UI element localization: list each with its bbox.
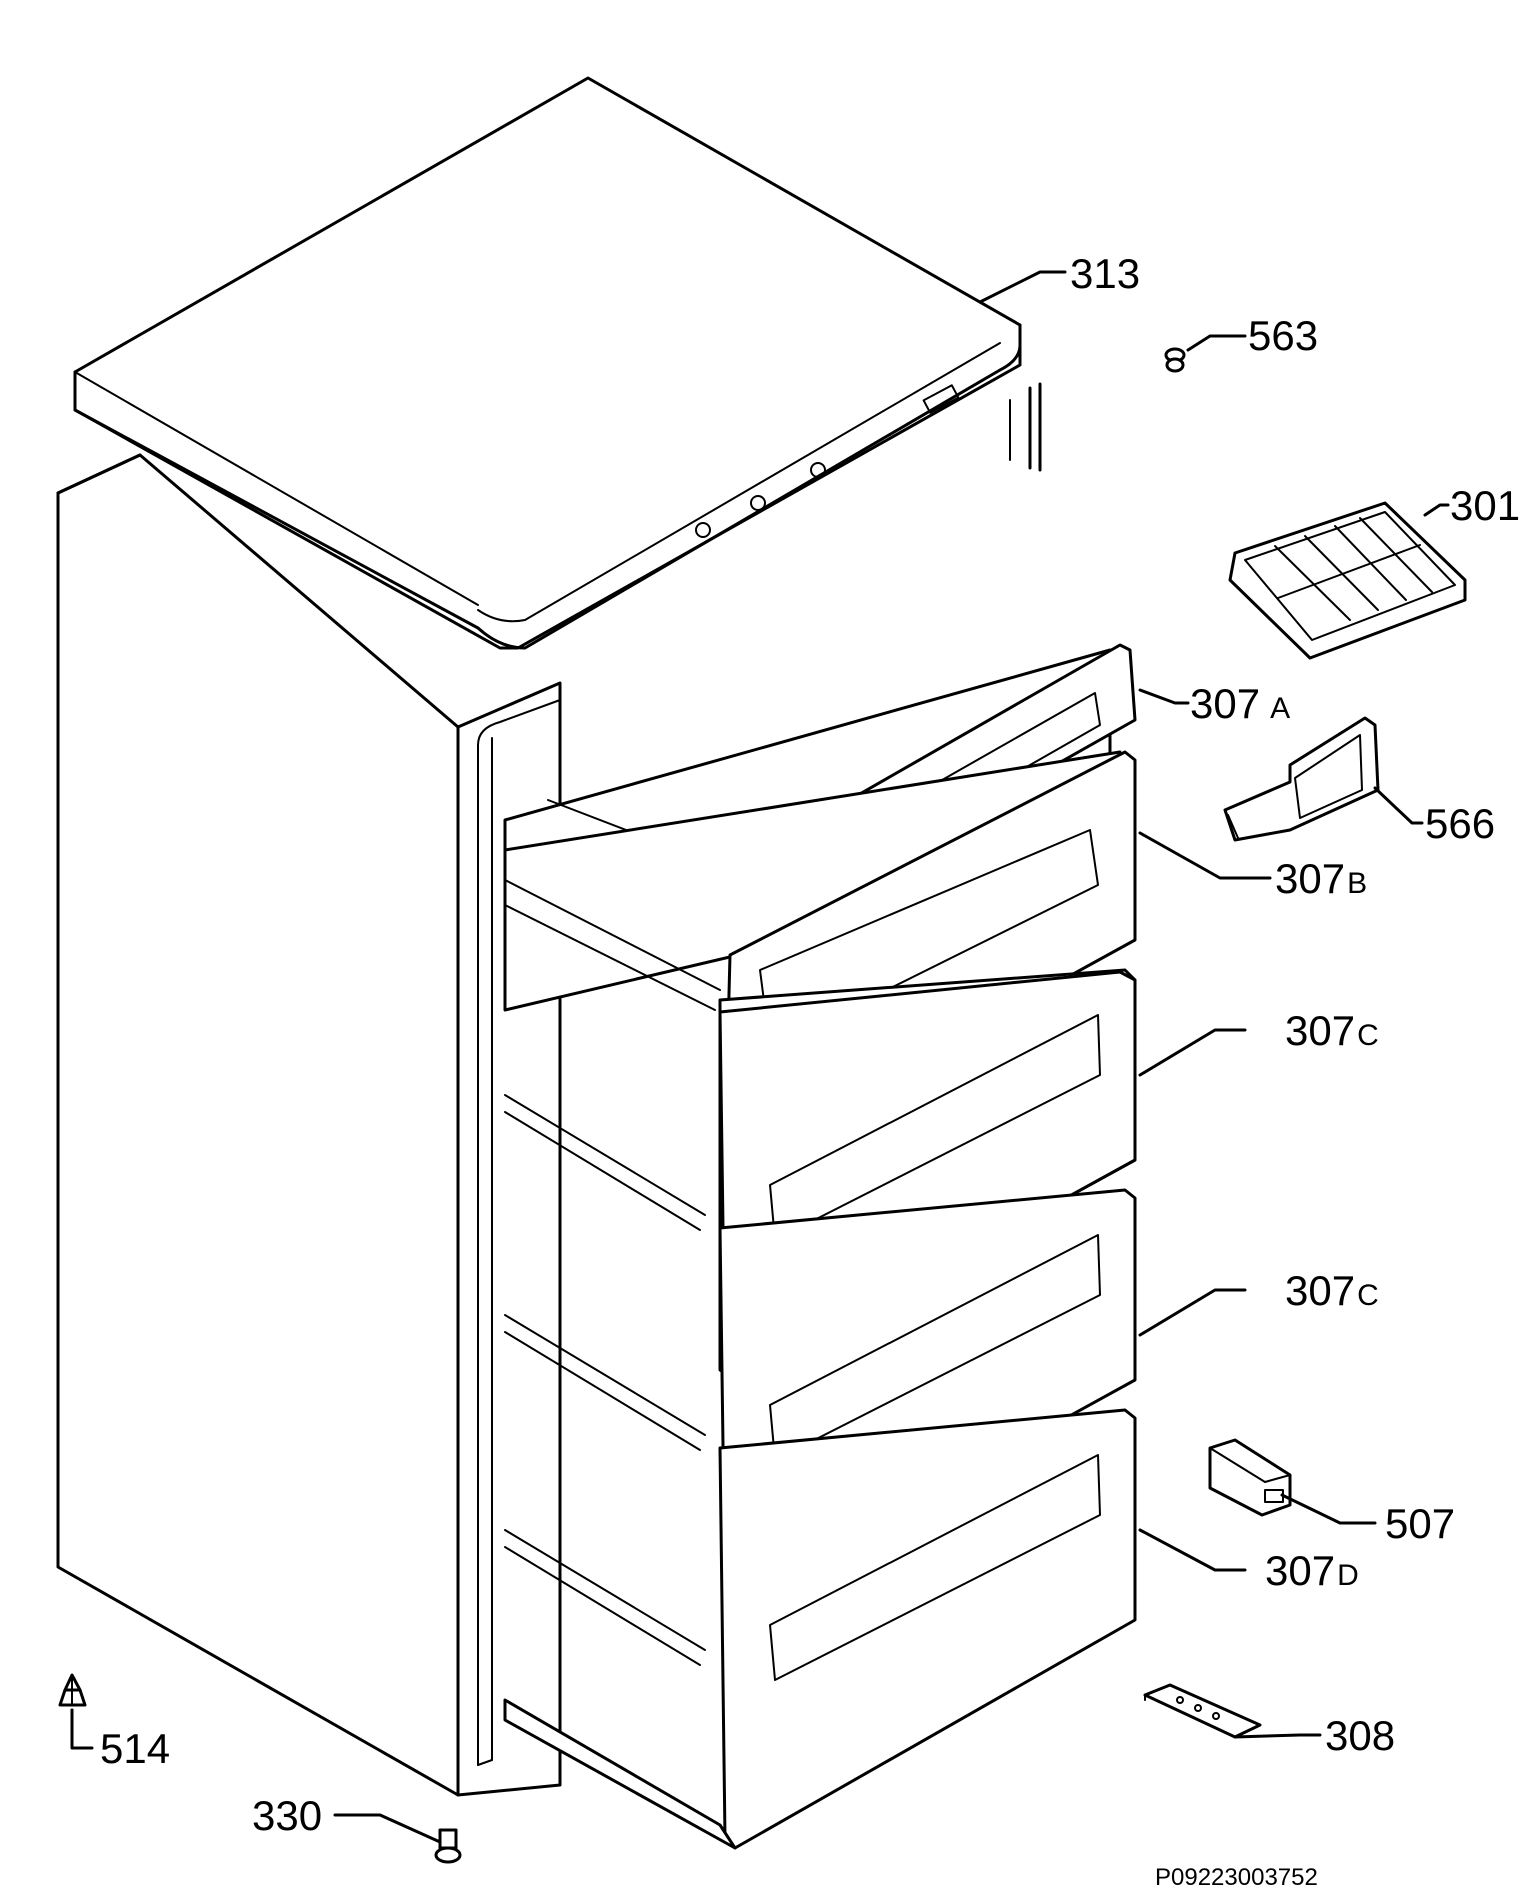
callout-514: 514 [100,1725,170,1772]
callout-307d: 307D [1265,1547,1359,1594]
callout-308: 308 [1325,1712,1395,1759]
callout-330: 330 [252,1792,322,1839]
cabinet-side-panel [56,453,460,1797]
drawer-307d [503,1408,1137,1850]
callout-313: 313 [1070,250,1140,297]
callout-566: 566 [1425,800,1495,847]
drawer-307d-front [718,1408,1137,1850]
hinge-cover-507 [1208,1438,1292,1517]
drawing-code: P09223003752 [1155,1864,1318,1891]
callout-563: 563 [1248,312,1318,359]
hinge-cover-body [1208,1438,1292,1517]
plug-563 [1164,347,1186,373]
plate-body [1143,1683,1262,1739]
scraper-body [1223,716,1380,842]
callout-307b: 307B [1275,855,1367,902]
foot-514 [58,1673,87,1707]
scraper-566 [1223,716,1380,842]
leader-lines [70,270,1450,1844]
plate-308 [1143,1683,1262,1739]
callout-507: 507 [1385,1500,1455,1547]
callout-307c-lower: 307C [1285,1267,1379,1314]
ice-tray-301 [1228,501,1467,660]
screw-330 [434,1828,462,1864]
callout-301: 301 [1450,482,1520,529]
callout-307c-upper: 307C [1285,1007,1379,1054]
worktop-lid [73,76,1022,650]
